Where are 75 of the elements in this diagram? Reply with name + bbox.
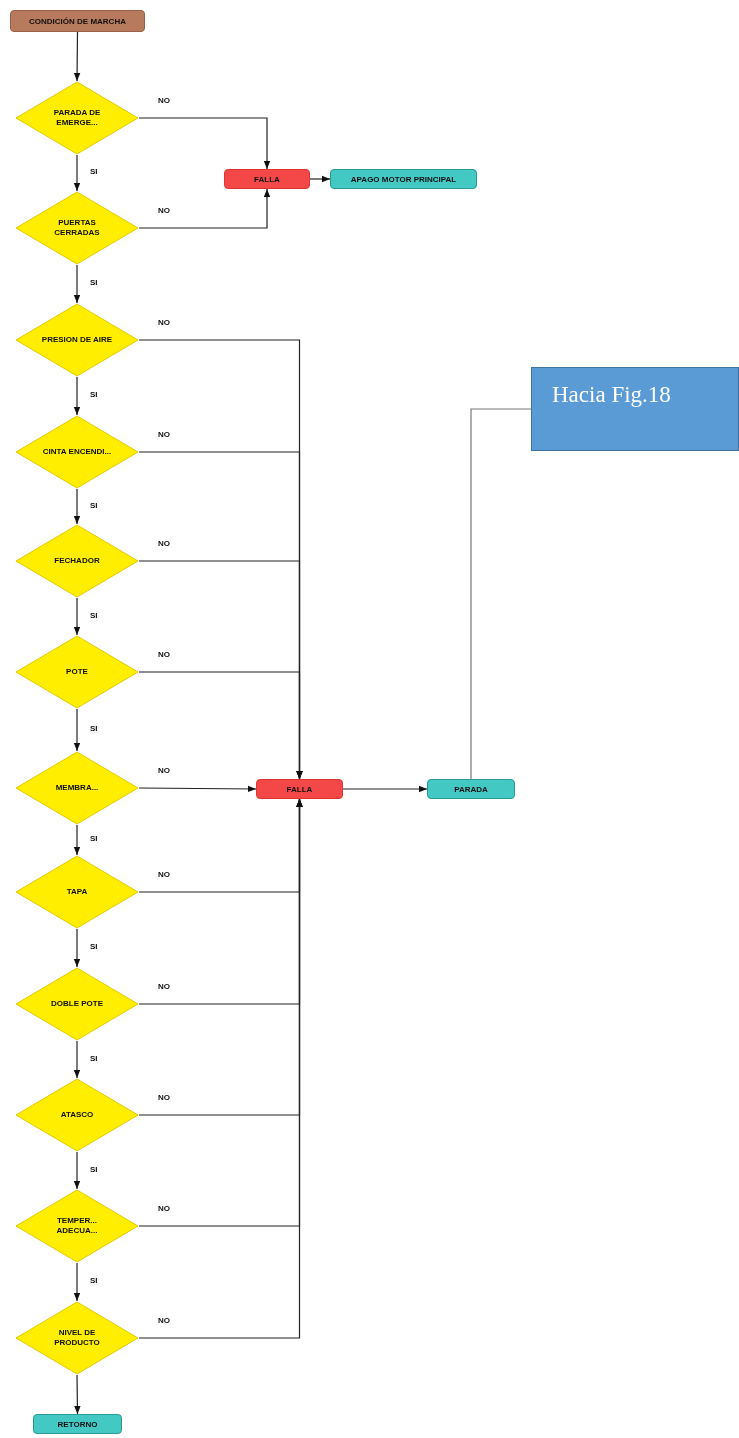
- arrow: [73, 376, 81, 416]
- fault-box: FALLA: [256, 779, 343, 799]
- fault-box: FALLA: [224, 169, 310, 189]
- decision-diamond: [15, 191, 139, 265]
- arrow: [138, 798, 303, 1339]
- connector-line: [470, 408, 532, 780]
- decision-diamond: [15, 855, 139, 929]
- edge-label: NO: [157, 766, 171, 775]
- process-box: APAGO MOTOR PRINCIPAL: [330, 169, 477, 189]
- arrow: [138, 188, 271, 229]
- arrow: [74, 1374, 81, 1415]
- arrow: [73, 1262, 81, 1302]
- arrow: [138, 785, 257, 793]
- arrow: [73, 824, 81, 856]
- decision-label: MEMBRA...: [54, 783, 100, 793]
- decision-diamond: [15, 1078, 139, 1152]
- decision-diamond: [15, 635, 139, 709]
- edge-label: NO: [157, 1204, 171, 1213]
- arrow: [138, 117, 271, 170]
- edge-label: SI: [89, 1164, 99, 1174]
- arrow: [73, 154, 81, 192]
- edge-label: SI: [89, 278, 99, 287]
- decision-label: TEMPER... ADECUA...: [55, 1216, 99, 1236]
- note-box: Hacia Fig.18: [531, 367, 739, 451]
- arrow: [73, 597, 81, 636]
- decision-diamond: [15, 524, 139, 598]
- arrow: [73, 31, 81, 82]
- decision-diamond: [15, 1301, 139, 1375]
- decision-label: ATASCO: [59, 1110, 95, 1120]
- edge-label: SI: [89, 724, 99, 733]
- decision-label: FECHADOR: [53, 556, 101, 566]
- edge-label: NO: [157, 982, 171, 991]
- edge-label: NO: [157, 96, 171, 105]
- arrow: [73, 1151, 81, 1190]
- edge-label: SI: [89, 167, 99, 176]
- process-box: PARADA: [427, 779, 515, 799]
- edge-label: SI: [89, 1053, 99, 1063]
- edge-label: SI: [89, 834, 99, 843]
- edge-label: NO: [157, 650, 171, 659]
- process-box: RETORNO: [33, 1414, 122, 1434]
- decision-label: DOBLE POTE: [50, 999, 104, 1009]
- edge-label: NO: [157, 539, 171, 548]
- decision-diamond: [15, 751, 139, 825]
- edge-label: SI: [89, 1276, 99, 1285]
- arrow: [73, 1040, 81, 1079]
- decision-label: PRESION DE AIRE: [40, 335, 114, 345]
- edge-label: SI: [89, 610, 99, 620]
- edge-label: NO: [157, 1093, 171, 1102]
- decision-diamond: [15, 81, 139, 155]
- edge-label: NO: [157, 318, 171, 327]
- edge-label: NO: [157, 206, 171, 215]
- decision-label: PUERTAS CERRADAS: [53, 218, 101, 238]
- edge-label: NO: [157, 430, 171, 439]
- edge-label: NO: [157, 870, 171, 879]
- arrow: [73, 708, 81, 752]
- decision-diamond: [15, 1189, 139, 1263]
- start-box: CONDICIÓN DE MARCHA: [10, 10, 145, 32]
- decision-label: PARADA DE EMERGE...: [52, 108, 102, 128]
- edge-label: SI: [89, 390, 99, 399]
- arrow: [73, 488, 81, 525]
- arrow: [342, 785, 428, 793]
- edge-label: SI: [89, 942, 99, 951]
- edge-label: SI: [89, 500, 99, 510]
- decision-diamond: [15, 967, 139, 1041]
- decision-diamond: [15, 415, 139, 489]
- arrow: [73, 264, 81, 304]
- edge-label: NO: [157, 1316, 171, 1325]
- decision-label: CINTA ENCENDI...: [41, 447, 113, 457]
- decision-label: TAPA: [65, 887, 89, 897]
- arrow: [309, 175, 331, 183]
- arrow: [73, 928, 81, 968]
- decision-label: NIVEL DE PRODUCTO: [53, 1328, 101, 1348]
- arrow: [138, 671, 303, 780]
- decision-label: POTE: [65, 667, 89, 677]
- decision-diamond: [15, 303, 139, 377]
